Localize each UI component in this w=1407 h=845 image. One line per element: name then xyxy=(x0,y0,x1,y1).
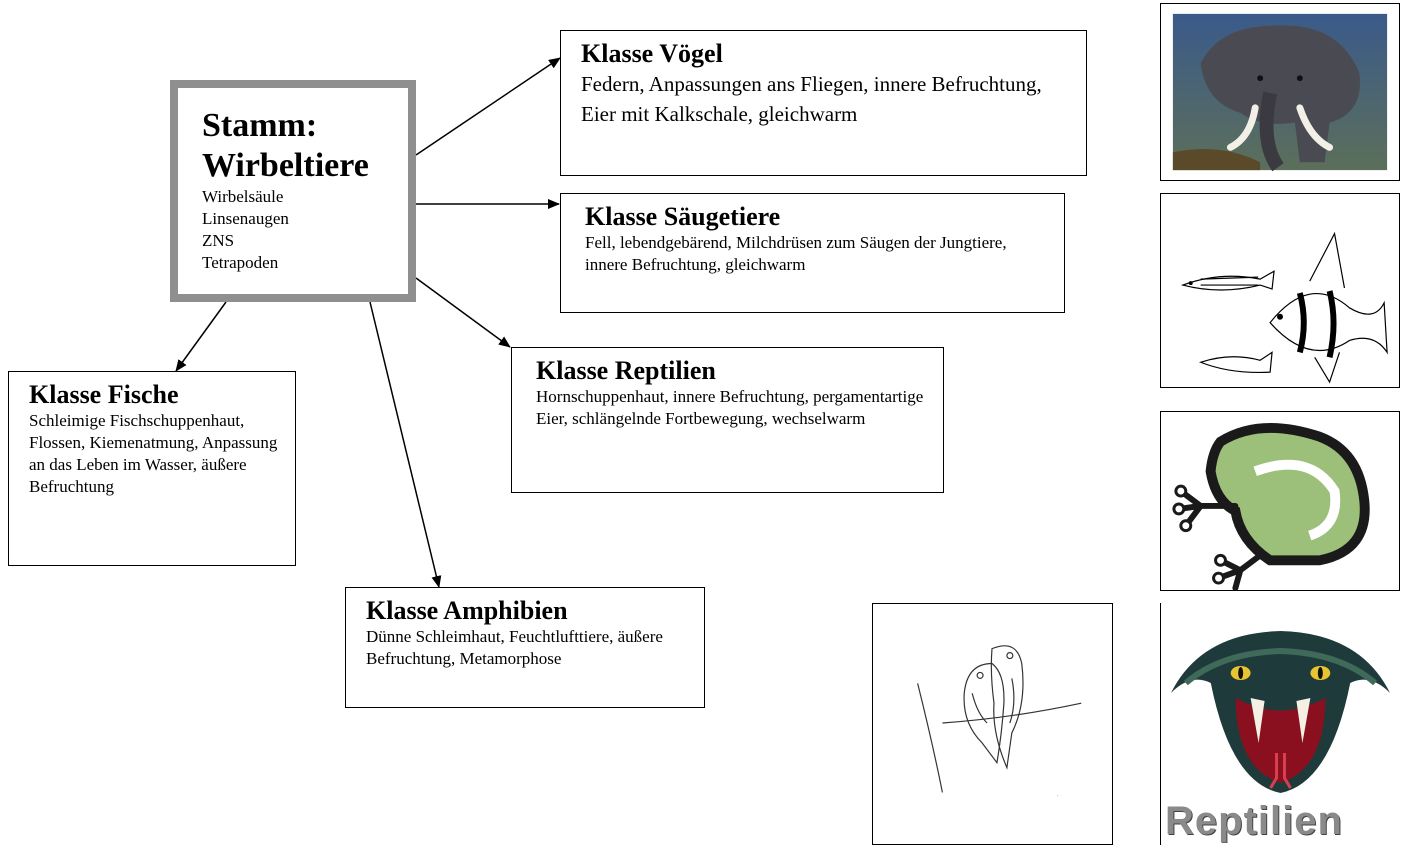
root-feature: Wirbelsäule xyxy=(202,187,284,206)
class-desc-fische: Schleimige Fischschuppenhaut, Flossen, K… xyxy=(29,411,278,496)
elephant-image xyxy=(1160,3,1400,181)
snake-image: Reptilien xyxy=(1160,603,1400,845)
class-box-voegel: Klasse Vögel Federn, Anpassungen ans Fli… xyxy=(560,30,1087,176)
fish-image xyxy=(1160,193,1400,388)
birds-image: · xyxy=(872,603,1113,845)
class-box-fische: Klasse Fische Schleimige Fischschuppenha… xyxy=(8,371,296,566)
arrow-to-amphibien xyxy=(369,301,442,588)
class-title-voegel: Klasse Vögel xyxy=(581,39,723,68)
root-node-wirbeltiere: Stamm: Wirbeltiere Wirbelsäule Linsenaug… xyxy=(170,80,416,302)
root-feature: Tetrapoden xyxy=(202,253,279,272)
frog-image xyxy=(1160,411,1400,591)
root-feature: ZNS xyxy=(202,231,235,250)
class-box-reptilien: Klasse Reptilien Hornschuppenhaut, inner… xyxy=(511,347,944,493)
arrow-to-voegel xyxy=(415,57,561,156)
class-title-saeugetiere: Klasse Säugetiere xyxy=(585,202,781,231)
class-desc-voegel: Federn, Anpassungen ans Fliegen, innere … xyxy=(581,72,1042,126)
class-title-reptilien: Klasse Reptilien xyxy=(536,356,716,385)
root-feature: Linsenaugen xyxy=(202,209,289,228)
class-box-saeugetiere: Klasse Säugetiere Fell, lebendgebärend, … xyxy=(560,193,1065,313)
class-desc-reptilien: Hornschuppenhaut, innere Befruchtung, pe… xyxy=(536,387,924,428)
class-desc-saeugetiere: Fell, lebendgebärend, Milchdrüsen zum Sä… xyxy=(585,233,1007,274)
class-title-amphibien: Klasse Amphibien xyxy=(366,596,568,625)
root-title-line2: Wirbeltiere xyxy=(202,147,369,184)
root-title-line1: Stamm: xyxy=(202,107,318,144)
class-desc-amphibien: Dünne Schleimhaut, Feuchtlufttiere, äuße… xyxy=(366,627,663,668)
svg-text:·: · xyxy=(1056,793,1058,799)
class-title-fische: Klasse Fische xyxy=(29,380,179,409)
arrow-to-reptilien xyxy=(415,277,511,348)
class-box-amphibien: Klasse Amphibien Dünne Schleimhaut, Feuc… xyxy=(345,587,705,708)
snake-caption: Reptilien xyxy=(1165,799,1343,843)
arrow-to-fische xyxy=(175,301,227,372)
